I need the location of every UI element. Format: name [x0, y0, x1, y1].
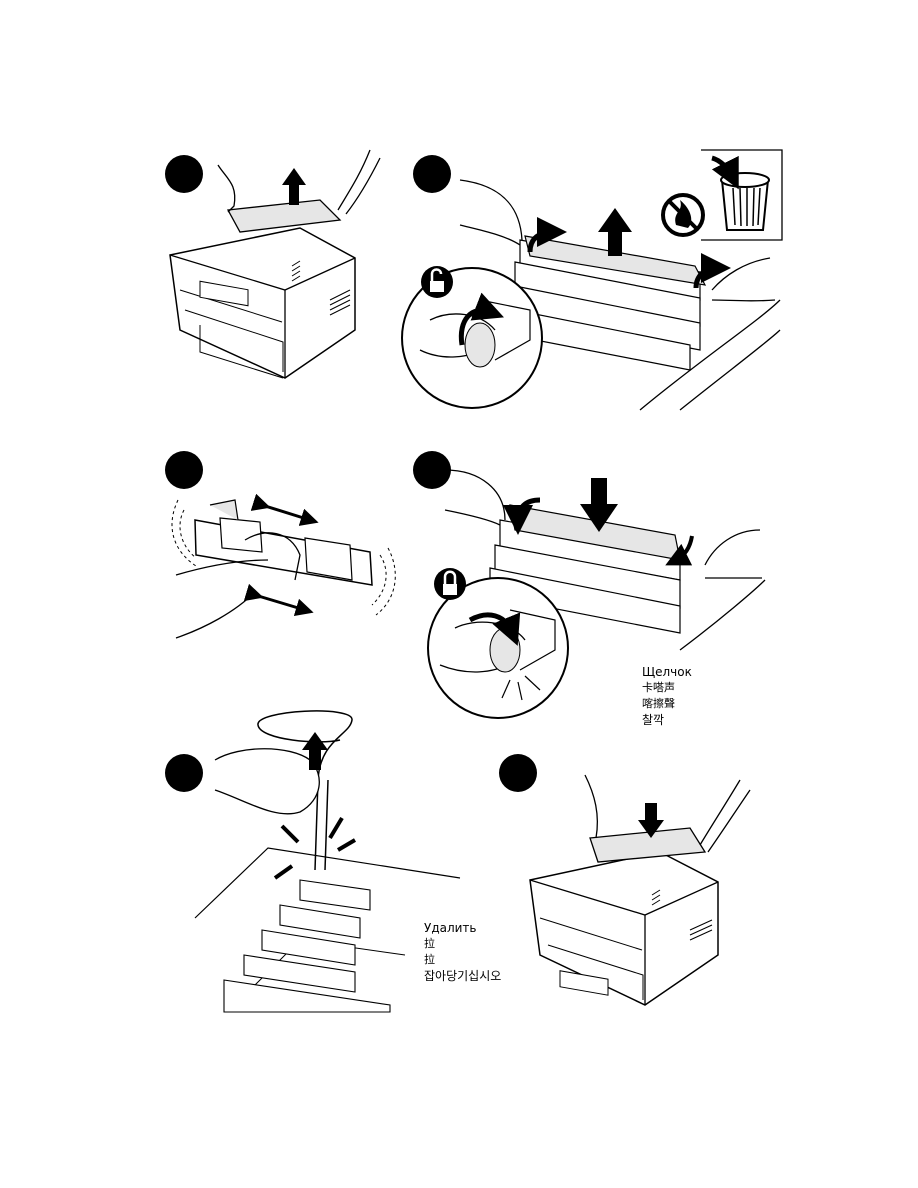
- step-1-panel: [165, 150, 380, 378]
- step-2-panel: [402, 150, 782, 410]
- remove-label-simplified-chinese: 拉: [424, 936, 501, 952]
- remove-label-traditional-chinese: 拉: [424, 952, 501, 968]
- click-label-russian: Щелчок: [642, 664, 692, 680]
- step-3-panel: [165, 451, 395, 638]
- remove-label-korean: 잡아당기십시오: [424, 968, 501, 984]
- step-5-marker: [165, 754, 203, 792]
- trash-can-icon: [712, 158, 769, 230]
- step-4-panel: [413, 451, 765, 718]
- step-6-marker: [499, 754, 537, 792]
- click-label-simplified-chinese: 卡嗒声: [642, 680, 692, 696]
- step-3-marker: [165, 451, 203, 489]
- disposal-warning-box: [663, 150, 782, 240]
- no-fire-icon: [663, 195, 703, 235]
- step-5-panel: [165, 711, 460, 1012]
- remove-label-russian: Удалить: [424, 920, 501, 936]
- click-label-korean: 찰깍: [642, 712, 692, 728]
- remove-tape-labels: Удалить 拉 拉 잡아당기십시오: [424, 920, 501, 984]
- lock-icon: [434, 568, 466, 600]
- click-label-traditional-chinese: 喀擦聲: [642, 696, 692, 712]
- click-sound-labels: Щелчок 卡嗒声 喀擦聲 찰깍: [642, 664, 692, 728]
- up-arrow-icon: [282, 168, 306, 205]
- step-6-panel: [499, 754, 750, 1005]
- unlock-icon: [421, 266, 453, 298]
- step-1-marker: [165, 155, 203, 193]
- up-arrow-icon: [598, 208, 632, 256]
- step-2-marker: [413, 155, 451, 193]
